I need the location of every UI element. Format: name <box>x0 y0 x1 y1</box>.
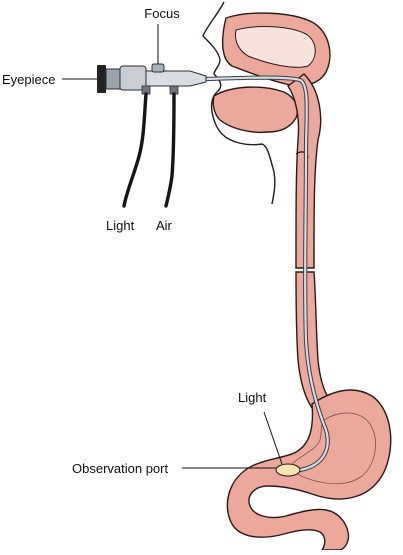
eyepiece-cap <box>97 65 106 93</box>
face-profile <box>202 1 276 205</box>
label-eyepiece: Eyepiece <box>2 72 55 87</box>
scope-body <box>145 70 207 87</box>
eyepiece-ring <box>105 68 121 90</box>
light-cable <box>122 92 148 208</box>
observation-port-light <box>275 463 301 477</box>
label-light-bottom: Light <box>238 390 267 405</box>
air-cable <box>164 92 176 208</box>
insertion-tube-inner <box>204 76 329 472</box>
label-observation-port: Observation port <box>72 461 168 476</box>
nasal-lumen <box>235 26 316 68</box>
label-focus: Focus <box>144 6 180 21</box>
focus-knob <box>151 63 165 73</box>
light-bottom-leader <box>263 411 283 465</box>
label-light-top: Light <box>106 218 135 233</box>
tongue <box>212 86 299 134</box>
label-air: Air <box>156 218 173 233</box>
